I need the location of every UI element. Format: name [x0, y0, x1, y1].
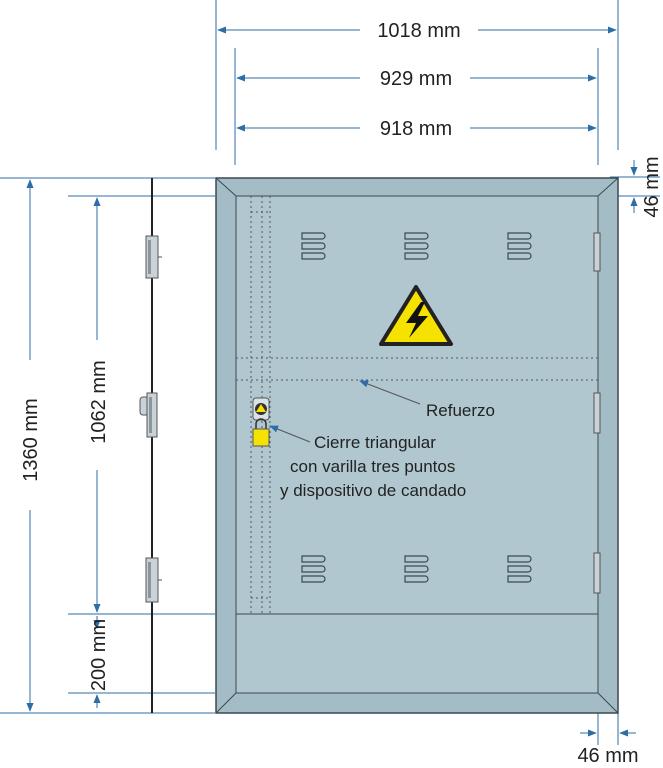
frame-top-label: 46 mm: [641, 156, 663, 217]
dimension-door-width: 918 mm: [236, 118, 597, 140]
lock-label-line2: con varilla tres puntos: [290, 457, 455, 476]
frame-width-label: 929 mm: [380, 68, 452, 90]
padlock-icon: [252, 418, 270, 447]
vent-top-center: [404, 232, 429, 260]
vent-bottom-right: [507, 555, 532, 583]
dimension-overall-width: 1018 mm: [215, 0, 619, 150]
frame-bottom-label: 46 mm: [577, 745, 638, 767]
door-hinge-middle: [593, 392, 601, 434]
vents-bottom: [301, 555, 532, 583]
door-width-label: 918 mm: [380, 118, 452, 140]
hinge-bottom: [145, 557, 162, 603]
door-panel: [235, 195, 599, 615]
plinth-panel: [235, 613, 599, 694]
vent-top-right: [507, 232, 532, 260]
lock-callout: Cierre triangular con varilla tres punto…: [269, 425, 466, 500]
door-height-label: 1062 mm: [88, 360, 110, 443]
plinth-height-label: 200 mm: [88, 619, 110, 691]
dimension-frame-width: 929 mm: [234, 48, 599, 165]
side-view: [139, 178, 162, 713]
vent-bottom-left: [301, 555, 326, 583]
cabinet-front: [215, 177, 619, 714]
overall-height-label: 1360 mm: [20, 398, 42, 481]
dimension-plinth-height: 200 mm: [68, 616, 215, 708]
vent-top-left: [301, 232, 326, 260]
vents-top: [301, 232, 532, 260]
overall-width-label: 1018 mm: [377, 20, 460, 42]
high-voltage-warning-icon: [379, 285, 453, 346]
vent-bottom-center: [404, 555, 429, 583]
lock-label-line3: y dispositivo de candado: [280, 481, 466, 500]
dimension-door-height: 1062 mm: [68, 195, 215, 615]
hinge-top: [145, 235, 162, 279]
door-hinge-top: [593, 232, 601, 272]
lock-label-line1: Cierre triangular: [314, 433, 436, 452]
reinforcement-callout: Refuerzo: [359, 380, 495, 420]
lock-side: [139, 392, 158, 438]
door-hinge-bottom: [593, 552, 601, 594]
dimension-overall-height: 1360 mm: [0, 177, 215, 714]
triangular-lock-icon: [252, 397, 270, 421]
reinforcement-label: Refuerzo: [426, 401, 495, 420]
